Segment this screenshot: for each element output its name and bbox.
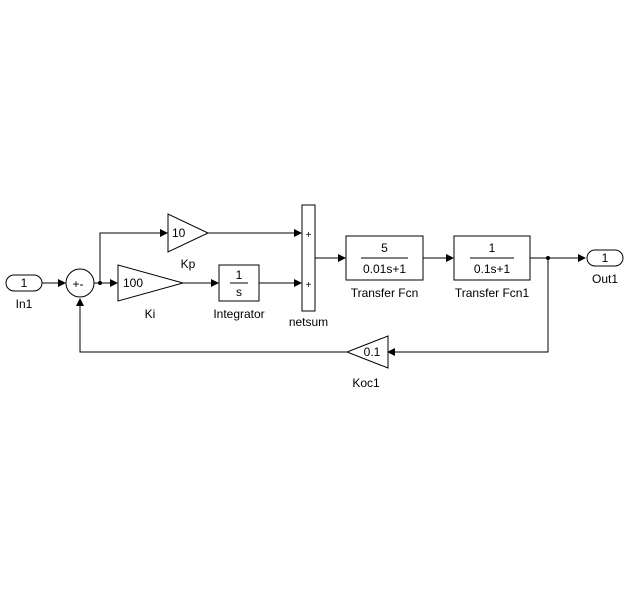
wire-koc1-to-sum [76,298,347,353]
transfer-fcn1-block[interactable]: 1 0.1s+1 Transfer Fcn1 [453,235,531,300]
transfer-fcn-numerator: 5 [381,241,388,255]
sum-circle [65,268,95,298]
integrator-block[interactable]: 1 s Integrator [213,264,265,321]
netsum-sign-2: + [306,280,312,291]
out1-block[interactable]: 1 Out1 [586,249,624,286]
ki-triangle [117,264,185,302]
kp-gain-block[interactable]: 10 Kp [167,213,210,271]
in1-port-shape [5,274,43,292]
ki-gain-block[interactable]: 100 Ki [117,264,185,321]
integrator-denominator: s [236,285,242,299]
ki-label: Ki [145,307,156,321]
koc1-triangle [345,335,389,369]
kp-triangle [167,213,210,253]
branch-point [98,281,102,285]
ki-value: 100 [123,276,143,290]
transfer-fcn-denominator: 0.01s+1 [363,262,406,276]
kp-label: Kp [181,257,196,271]
koc1-gain-block[interactable]: 0.1 Koc1 [345,335,389,390]
netsum-bar [301,204,316,312]
koc1-value: 0.1 [364,345,381,359]
transfer-fcn1-numerator: 1 [489,241,496,255]
integrator-numerator: 1 [236,268,243,282]
integrator-label: Integrator [213,307,264,321]
wire-branch-to-kp [99,229,168,283]
signal-lines [42,229,586,356]
in1-label: In1 [16,297,33,311]
netsum-label: netsum [289,315,328,329]
sum-signs: +- [72,277,83,291]
kp-value: 10 [172,226,186,240]
transfer-fcn1-label: Transfer Fcn1 [455,286,530,300]
netsum-sign-1: + [306,230,312,241]
transfer-fcn-block[interactable]: 5 0.01s+1 Transfer Fcn [345,235,424,300]
in1-block[interactable]: 1 In1 [5,274,43,311]
out1-port-number: 1 [602,251,609,265]
transfer-fcn-label: Transfer Fcn [351,286,419,300]
wire-feedback-to-koc1 [387,258,549,356]
in1-port-number: 1 [21,276,28,290]
koc1-label: Koc1 [352,376,380,390]
out1-port-shape [586,249,624,267]
netsum-block[interactable]: + + netsum [289,204,328,329]
sum-block[interactable]: +- [65,268,95,298]
out1-label: Out1 [592,272,618,286]
transfer-fcn1-denominator: 0.1s+1 [474,262,511,276]
